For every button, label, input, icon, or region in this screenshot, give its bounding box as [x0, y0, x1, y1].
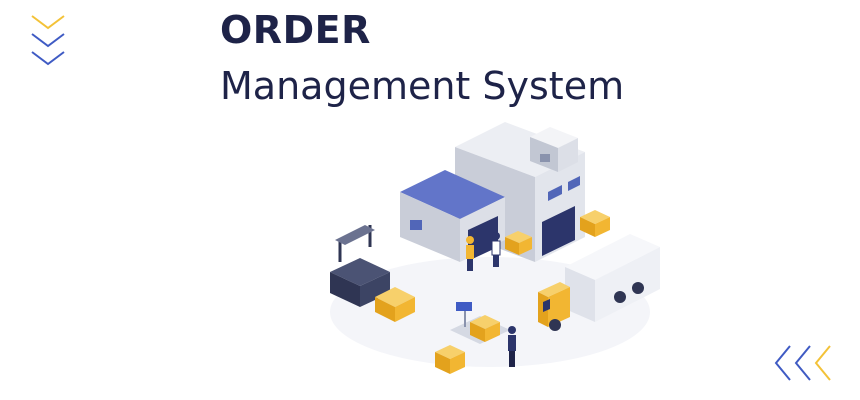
- forklift-icon: [330, 225, 415, 322]
- chevron-down-icons: [31, 15, 65, 66]
- page-subtitle: Management System: [220, 64, 625, 108]
- scale-icon: [435, 302, 516, 374]
- page-title: ORDER: [220, 8, 371, 52]
- chevron-left-icons: [774, 345, 831, 381]
- warehouse-illustration: [330, 122, 660, 374]
- worker-icon: [466, 232, 501, 271]
- boxes-icon: [505, 210, 610, 255]
- truck-icon: [538, 234, 660, 331]
- warehouse-icon: [400, 122, 585, 262]
